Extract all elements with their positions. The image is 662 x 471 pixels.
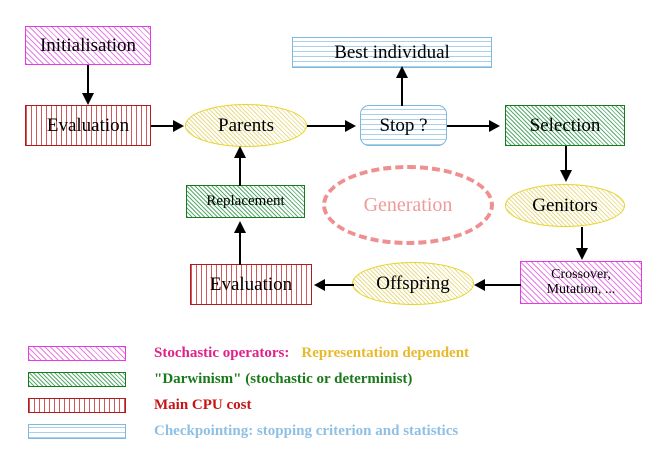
edge-stop-best-individual — [401, 73, 403, 106]
edge-stop-selection-arrow — [489, 120, 500, 132]
edge-evaluation-parents-arrow — [173, 120, 184, 132]
node-parents[interactable]: Parents — [185, 104, 307, 147]
edge-offspring-evaluation — [325, 284, 354, 286]
node-evaluation-top-label: Evaluation — [46, 114, 130, 136]
edge-stop-best-individual-arrow — [396, 66, 408, 78]
node-selection-label: Selection — [529, 114, 601, 136]
node-offspring-label: Offspring — [376, 272, 450, 294]
node-genitors[interactable]: Genitors — [505, 184, 625, 227]
edge-genitors-crossover — [581, 227, 583, 249]
node-initialisation[interactable]: Initialisation — [25, 26, 151, 65]
node-genitors-label: Genitors — [532, 194, 598, 216]
edge-evaluation-parents — [151, 125, 177, 127]
edge-evaluation-replacement-arrow — [234, 221, 246, 233]
node-best-individual-label: Best individual — [334, 41, 450, 63]
edge-initialisation-evaluation — [87, 65, 89, 95]
edge-selection-genitors-arrow — [560, 170, 572, 182]
node-generation: Generation — [322, 165, 494, 245]
legend-row-stochastic: Stochastic operators: Representation depe… — [28, 345, 469, 362]
legend-swatch-blue-horizontal-hatch — [28, 424, 126, 439]
legend-swatch-magenta-diagonal-hatch — [28, 346, 126, 361]
node-selection[interactable]: Selection — [505, 105, 625, 146]
node-stop[interactable]: Stop ? — [360, 105, 447, 146]
edge-crossover-offspring — [485, 284, 521, 286]
legend-label-stochastic: Stochastic operators: Representation depe… — [154, 345, 469, 362]
edge-stop-selection — [447, 125, 491, 127]
legend-text-representation: Representation dependent — [301, 345, 470, 361]
edge-replacement-parents-arrow — [234, 146, 246, 158]
legend-label-cpu: Main CPU cost — [154, 397, 252, 413]
edge-parents-stop-arrow — [345, 120, 356, 132]
legend-text-stochastic: Stochastic operators: — [154, 345, 290, 361]
edge-offspring-evaluation-arrow — [314, 279, 325, 291]
edge-initialisation-evaluation-arrow — [82, 93, 94, 105]
node-evaluation-top[interactable]: Evaluation — [25, 105, 151, 146]
node-offspring[interactable]: Offspring — [352, 262, 474, 305]
node-evaluation-bottom[interactable]: Evaluation — [190, 264, 312, 305]
edge-replacement-parents — [239, 156, 241, 186]
legend-label-darwinism: "Darwinism" (stochastic or determinist) — [154, 371, 413, 387]
legend-row-checkpointing: Checkpointing: stopping criterion and st… — [28, 423, 458, 440]
node-crossover-mutation[interactable]: Crossover, Mutation, ... — [520, 261, 642, 304]
edge-evaluation-replacement — [239, 228, 241, 265]
node-best-individual[interactable]: Best individual — [292, 37, 492, 68]
legend-label-checkpointing: Checkpointing: stopping criterion and st… — [154, 423, 459, 439]
node-initialisation-label: Initialisation — [39, 34, 137, 56]
legend-row-cpu: Main CPU cost — [28, 397, 252, 414]
node-replacement[interactable]: Replacement — [186, 185, 305, 218]
legend-swatch-green-diagonal-hatch — [28, 372, 126, 387]
node-evaluation-bottom-label: Evaluation — [209, 273, 293, 295]
node-replacement-label: Replacement — [206, 192, 285, 209]
node-generation-label: Generation — [363, 193, 453, 216]
edge-crossover-offspring-arrow — [474, 279, 485, 291]
node-crossover-mutation-label: Crossover, Mutation, ... — [546, 266, 616, 297]
node-parents-label: Parents — [218, 114, 274, 136]
legend-swatch-red-vertical-hatch — [28, 398, 126, 413]
legend-row-darwinism: "Darwinism" (stochastic or determinist) — [28, 371, 412, 388]
edge-parents-stop — [307, 125, 349, 127]
edge-genitors-crossover-arrow — [576, 248, 588, 260]
node-stop-label: Stop ? — [379, 114, 428, 136]
edge-selection-genitors — [565, 146, 567, 174]
